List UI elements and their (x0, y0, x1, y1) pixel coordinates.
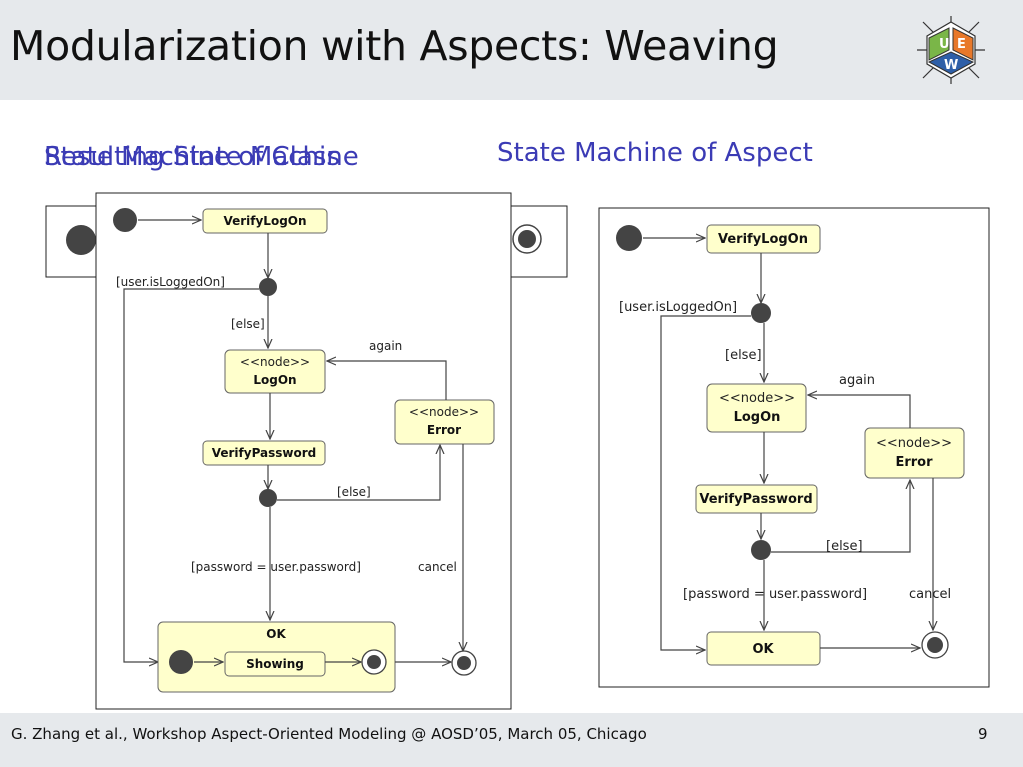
res-showing-label: Showing (246, 657, 304, 671)
resulting-state-machine: VerifyLogOn [user.isLoggedOn] [else] <<n… (95, 192, 512, 710)
asp-ok-label: OK (752, 642, 774, 657)
res-guard-else2: [else] (337, 485, 371, 499)
res-error-name: Error (427, 423, 461, 437)
res-guard-password: [password = user.password] (191, 560, 361, 574)
res-again-label: again (369, 339, 402, 353)
asp-logon-stereo: <<node>> (719, 391, 795, 406)
asp-choice-password (751, 540, 771, 560)
asp-initial-state (616, 225, 642, 251)
logo-letter-w: W (944, 58, 958, 73)
heading-aspect-state-machine: State Machine of Aspect (497, 138, 813, 168)
res-logon-stereo: <<node>> (240, 355, 310, 369)
res-logon-state (224, 349, 326, 394)
res-final-state-dot (457, 656, 471, 670)
res-showing-state (224, 651, 326, 677)
asp-logon-state (706, 383, 807, 433)
res-verifylogon-label: VerifyLogOn (223, 214, 306, 228)
logo-letter-e: E (957, 37, 966, 52)
asp-verifypassword-state (695, 484, 818, 514)
asp-error-stereo: <<node>> (876, 436, 952, 451)
class-initial-state (66, 225, 96, 255)
page-number: 9 (978, 725, 988, 743)
asp-guard-else2: [else] (826, 539, 863, 554)
aspect-state-machine: VerifyLogOn [user.isLoggedOn] [else] <<n… (598, 207, 990, 688)
res-initial-state (113, 208, 137, 232)
asp-choice-logged (751, 303, 771, 323)
res-choice-password (259, 489, 277, 507)
logo-letter-u: U (939, 37, 950, 52)
asp-guard-else1: [else] (725, 348, 762, 363)
asp-error-state (864, 427, 965, 479)
res-verifylogon-state (202, 208, 328, 234)
res-ok-final-state-dot (367, 655, 381, 669)
heading-resulting-state-machine: Resulting State Machine (44, 142, 359, 172)
res-verifypassword-label: VerifyPassword (212, 446, 317, 460)
res-choice-logged (259, 278, 277, 296)
res-verifypassword-state (202, 440, 326, 466)
asp-again-label: again (839, 373, 875, 388)
res-guard-logged: [user.isLoggedOn] (116, 275, 225, 289)
asp-guard-password: [password = user.password] (683, 587, 867, 602)
asp-guard-logged: [user.isLoggedOn] (619, 300, 737, 315)
res-ok-initial-state (169, 650, 193, 674)
slide-title: Modularization with Aspects: Weaving (10, 22, 779, 70)
res-guard-else1: [else] (231, 317, 265, 331)
title-band (0, 0, 1023, 100)
asp-verifylogon-state (706, 224, 821, 254)
asp-verifypassword-label: VerifyPassword (699, 492, 812, 507)
asp-error-name: Error (895, 455, 933, 470)
class-final-state-dot (518, 230, 536, 248)
res-error-state (394, 399, 495, 445)
res-ok-label: OK (266, 627, 286, 641)
res-error-stereo: <<node>> (409, 405, 479, 419)
res-cancel-label: cancel (418, 560, 457, 574)
asp-logon-name: LogOn (734, 410, 781, 425)
asp-final-state-dot (927, 637, 943, 653)
footer-citation: G. Zhang et al., Workshop Aspect-Oriente… (11, 725, 647, 743)
heading-class-state-machine: State Machine of Class (44, 142, 340, 172)
asp-verifylogon-label: VerifyLogOn (718, 232, 808, 247)
footer-band (0, 713, 1023, 767)
res-logon-name: LogOn (253, 373, 296, 387)
uwe-logo-icon: U W E (917, 16, 985, 84)
asp-cancel-label: cancel (909, 587, 951, 602)
